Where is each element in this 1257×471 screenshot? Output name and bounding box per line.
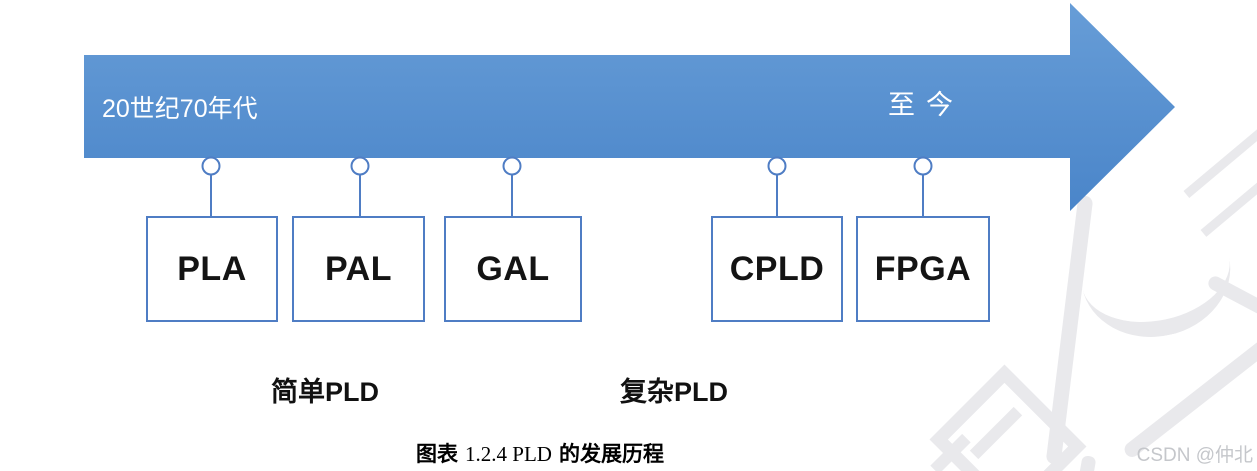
- node-box-pal: PAL: [292, 216, 425, 322]
- node-label: CPLD: [729, 249, 825, 288]
- caption-prefix: 图表: [416, 443, 459, 466]
- timeline-start-label: 20世纪70年代: [102, 95, 258, 123]
- node-box-fpga: FPGA: [856, 216, 990, 322]
- right-arrow-shape: [84, 3, 1175, 211]
- connector-circle: [502, 156, 522, 176]
- connector-circle: [201, 156, 221, 176]
- node-box-cpld: CPLD: [711, 216, 843, 322]
- connector-circle: [767, 156, 787, 176]
- node-label: PLA: [177, 249, 247, 288]
- group-label-simple-pld: 简单PLD: [271, 377, 379, 407]
- connector-circle: [913, 156, 933, 176]
- csdn-credit-watermark: CSDN @仲北: [1136, 445, 1253, 466]
- caption-figure-number: 1.2.4 PLD: [465, 442, 552, 466]
- node-label: GAL: [476, 249, 550, 288]
- group-label-complex-pld: 复杂PLD: [620, 377, 728, 407]
- node-label: PAL: [325, 249, 392, 288]
- connector-circle: [350, 156, 370, 176]
- figure-caption: 图表 1.2.4 PLD 的发展历程: [290, 438, 790, 468]
- node-box-gal: GAL: [444, 216, 582, 322]
- caption-suffix: 的发展历程: [558, 443, 664, 466]
- node-label: FPGA: [874, 249, 972, 288]
- timeline-end-label: 至今: [888, 90, 964, 120]
- node-box-pla: PLA: [146, 216, 278, 322]
